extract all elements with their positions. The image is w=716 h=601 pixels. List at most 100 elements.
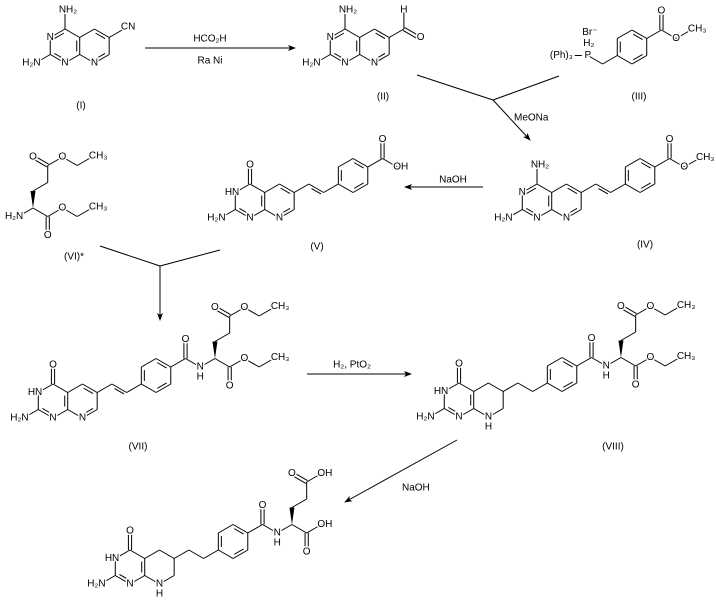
bond xyxy=(306,473,322,483)
ring-bond xyxy=(352,183,369,193)
bond xyxy=(229,358,245,368)
ring-nitrogen: N xyxy=(61,58,68,69)
nitrile-group: CN xyxy=(121,22,135,33)
double-bond xyxy=(239,207,250,215)
ring-nitrogen: N xyxy=(79,413,86,424)
carbonyl-oxygen: O xyxy=(632,380,640,391)
bond xyxy=(620,331,636,341)
bond xyxy=(111,383,127,393)
ring-bond xyxy=(338,183,354,193)
converge-line-ii xyxy=(416,74,494,101)
methyl-group: CH₃ xyxy=(677,300,696,311)
double-bond xyxy=(562,361,573,368)
ring-bond xyxy=(444,382,460,392)
ring-nitrogen: N xyxy=(156,579,163,590)
bond xyxy=(100,575,116,585)
ring-nitrogen: N xyxy=(47,32,54,43)
methyl-group: CH₃ xyxy=(89,151,108,162)
double-bond xyxy=(233,528,244,535)
bond xyxy=(576,357,592,367)
double-bond xyxy=(54,32,65,40)
bond xyxy=(126,383,142,393)
ring-bond xyxy=(249,183,265,193)
compound-label-vi: (VI)* xyxy=(64,252,84,263)
ring-bond xyxy=(536,209,552,219)
double-bond xyxy=(83,387,94,395)
bond xyxy=(532,382,548,392)
phosphorus-atom: P xyxy=(584,50,591,61)
triphenyl-group: (Ph)₃ xyxy=(550,50,573,61)
bond xyxy=(214,332,230,342)
ring-bond xyxy=(374,54,390,64)
double-bond xyxy=(353,162,364,169)
methyl-group: CH₃ xyxy=(696,152,715,163)
bond xyxy=(580,183,597,193)
ring-nitrogen: N xyxy=(91,58,98,69)
bond xyxy=(591,357,607,367)
double-bond xyxy=(334,32,345,40)
double-bond xyxy=(526,187,537,195)
ring-nitrogen: N xyxy=(533,213,540,224)
ring-bond xyxy=(141,383,157,393)
ring-bond xyxy=(561,357,578,367)
carbonyl-oxygen: O xyxy=(658,6,666,17)
carbonyl-oxygen: O xyxy=(29,152,37,163)
amino-group: H₂N xyxy=(5,211,23,222)
ring-bond xyxy=(473,408,489,418)
bond xyxy=(650,306,666,316)
bond xyxy=(635,306,651,316)
double-bond xyxy=(632,53,643,61)
bond xyxy=(229,307,245,317)
ring-nitrogen: N xyxy=(276,213,283,224)
converge-line-vi xyxy=(99,245,161,267)
ring-nitrogen: N xyxy=(49,413,56,424)
double-bond xyxy=(526,207,537,215)
bond xyxy=(291,498,307,508)
converge-line-iii xyxy=(492,75,560,101)
ring-bond xyxy=(547,357,563,367)
ring-bond xyxy=(249,209,265,219)
double-bond xyxy=(353,182,364,189)
amide-nitrogen: N xyxy=(274,528,281,539)
bond xyxy=(502,382,519,392)
amino-group: H₂N xyxy=(207,213,225,224)
carbonyl-oxygen: O xyxy=(455,359,463,370)
ring-nh-hydrogen: H xyxy=(485,422,492,433)
carbonyl-oxygen: O xyxy=(259,500,267,511)
carbonyl-oxygen: O xyxy=(379,134,387,145)
ring-bond xyxy=(444,408,460,418)
ring-nh: HN xyxy=(28,387,42,398)
bond xyxy=(47,207,63,217)
ring-bond xyxy=(232,524,249,534)
converge-line-v xyxy=(159,249,221,267)
ring-nh: HN xyxy=(225,187,239,198)
amino-group: H₂N xyxy=(87,579,105,590)
carbonyl-oxygen: O xyxy=(126,526,134,537)
ester-oxygen: O xyxy=(672,33,680,44)
amide-hydrogen: H xyxy=(274,538,281,549)
compound-label-iii: (III) xyxy=(632,92,647,103)
ring-bond xyxy=(155,383,172,393)
arrow-step2 xyxy=(492,99,531,141)
double-bond xyxy=(290,474,307,484)
wedge-bond xyxy=(212,341,218,359)
bond xyxy=(188,549,204,559)
ring-bond xyxy=(141,358,157,368)
aldehyde-hydrogen: H xyxy=(400,5,407,16)
carbonyl-oxygen: O xyxy=(588,333,596,344)
ring-nitrogen: N xyxy=(455,412,462,423)
ring-bond xyxy=(50,28,66,38)
hydroxyl-group: OH xyxy=(317,468,332,479)
amino-group: H₂N xyxy=(494,213,512,224)
ring-bond xyxy=(232,549,249,559)
ring-nitrogen: N xyxy=(371,58,378,69)
amino-group: NH₂ xyxy=(59,5,77,16)
compound-label-iv: (IV) xyxy=(637,240,653,251)
double-bond xyxy=(215,305,231,316)
double-bond xyxy=(31,157,48,168)
reagent-naoh-1: NaOH xyxy=(439,175,467,186)
double-bond xyxy=(402,29,419,40)
bond xyxy=(382,158,398,168)
bond xyxy=(507,209,523,219)
carbonyl-oxygen: O xyxy=(49,360,57,371)
